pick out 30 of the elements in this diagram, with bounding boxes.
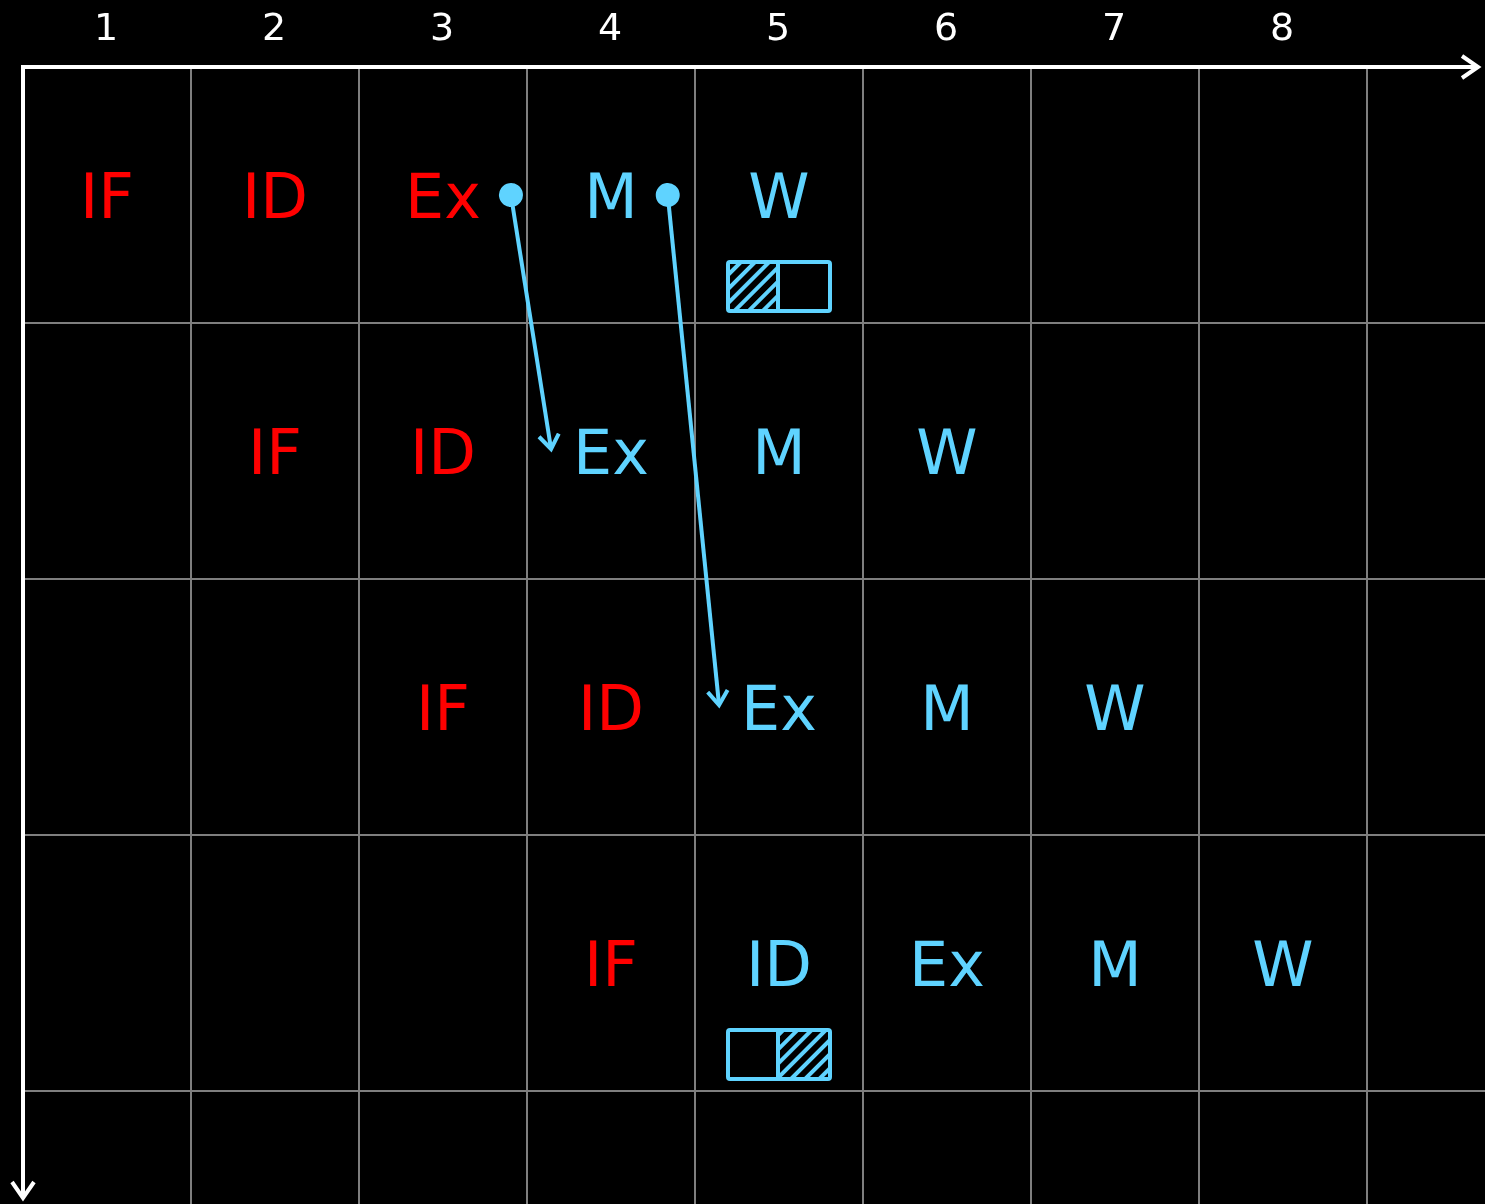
stage-label: W — [916, 422, 978, 484]
stage-label: W — [1084, 678, 1146, 740]
stage-label: M — [1088, 934, 1142, 996]
arrow — [655, 183, 730, 707]
stage-label: IF — [416, 678, 470, 740]
stage-label: ID — [746, 934, 812, 996]
stage-label: M — [752, 422, 806, 484]
column-number: 4 — [597, 8, 623, 46]
stage-label: Ex — [909, 934, 985, 996]
column-number: 8 — [1269, 8, 1295, 46]
column-number: 5 — [765, 8, 791, 46]
stage-label: ID — [242, 166, 308, 228]
stage-label: Ex — [741, 678, 817, 740]
stage-label: M — [584, 166, 638, 228]
stage-label: IF — [248, 422, 302, 484]
column-number: 6 — [933, 8, 959, 46]
column-number: 7 — [1101, 8, 1127, 46]
stage-label: IF — [584, 934, 638, 996]
column-number: 1 — [93, 8, 119, 46]
stage-label: Ex — [405, 166, 481, 228]
stage-label: ID — [578, 678, 644, 740]
column-number: 2 — [261, 8, 287, 46]
stage-label: M — [920, 678, 974, 740]
stage-label: ID — [410, 422, 476, 484]
stage-label: IF — [80, 166, 134, 228]
stage-label: Ex — [573, 422, 649, 484]
arrow — [498, 183, 561, 451]
column-number: 3 — [429, 8, 455, 46]
stage-label: W — [748, 166, 810, 228]
stage-label: W — [1252, 934, 1314, 996]
